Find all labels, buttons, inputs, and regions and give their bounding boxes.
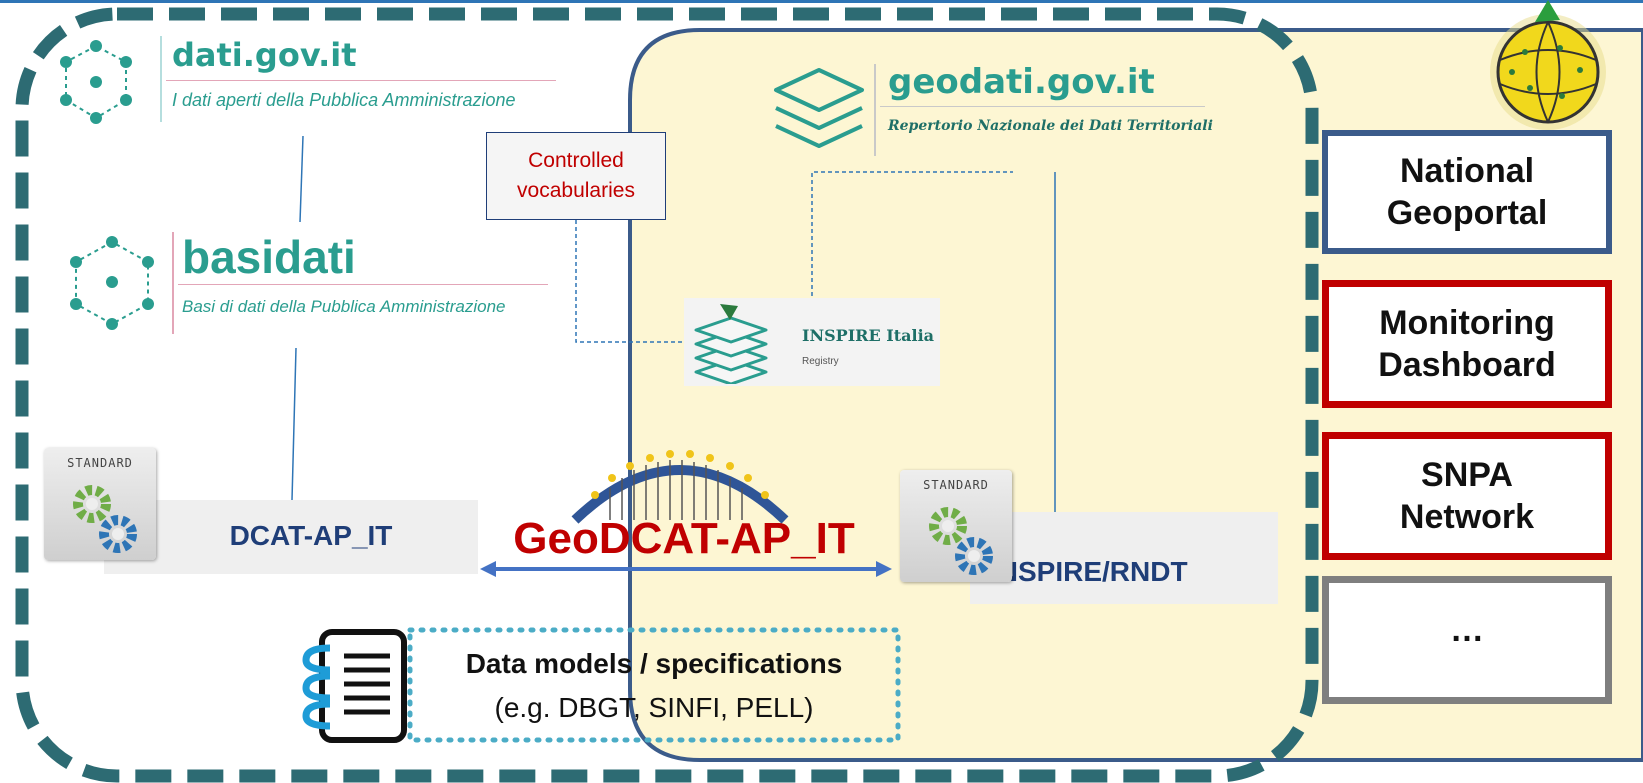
dati-divider [160, 36, 162, 122]
basidati-underline [178, 284, 548, 285]
connector-dati-basidati [299, 135, 304, 223]
side-box-line2: Dashboard [1378, 346, 1556, 384]
inspire-rndt-label: INSPIRE/RNDT [990, 556, 1188, 587]
monitoring-dashboard-box: Monitoring Dashboard [1322, 280, 1612, 408]
side-box-line1: Monitoring [1379, 303, 1555, 342]
side-box-line1: SNPA [1421, 455, 1513, 494]
geodcat-ap-it-label: GeoDCAT-AP_IT [513, 514, 855, 563]
double-arrow-icon [480, 561, 892, 577]
dcat-standard-badge: STANDARD [44, 448, 156, 560]
connector-vocab-registry [575, 220, 684, 343]
more-box: … [1322, 576, 1612, 704]
geodati-subtitle: Repertorio Nazionale dei Dati Territoria… [888, 118, 1213, 134]
inspire-rndt-label-background [970, 512, 1278, 604]
geodati-underline [880, 106, 1205, 107]
side-box-line1: National [1399, 151, 1535, 190]
dati-underline [166, 80, 556, 81]
data-models-examples: (e.g. DBGT, SINFI, PELL) [494, 692, 814, 723]
geodati-title: geodati.gov.it [888, 62, 1155, 102]
basidati-subtitle: Basi di dati della Pubblica Amministrazi… [182, 297, 506, 316]
gears-icon [73, 485, 137, 553]
inspire-registry-box: INSPIRE Italia Registry [684, 298, 940, 386]
controlled-vocab-line1: Controlled [528, 148, 624, 172]
dati-logo-icon [48, 38, 148, 126]
inspire-standard-text: STANDARD [923, 478, 989, 492]
dati-subtitle: I dati aperti della Pubblica Amministraz… [172, 90, 516, 110]
national-geoportal-box: National Geoportal [1322, 130, 1612, 254]
inspire-standard-badge: STANDARD [900, 470, 1012, 582]
side-box-line1: … [1450, 611, 1484, 649]
geodati-divider [874, 64, 876, 156]
data-models-title: Data models / specifications [465, 648, 843, 679]
dcat-standard-text: STANDARD [67, 456, 133, 470]
connector-basidati-dcat [291, 347, 297, 501]
basidati-logo-icon [64, 232, 164, 332]
registry-layers-icon [694, 304, 768, 384]
basidati-title: basidati [182, 231, 356, 283]
side-box-line2: Network [1399, 498, 1535, 536]
dcat-label-background [104, 500, 478, 574]
notebook-icon [300, 628, 410, 746]
controlled-vocabularies-box: Controlled vocabularies [486, 132, 666, 220]
dati-title: dati.gov.it [172, 36, 357, 74]
gears-icon [929, 507, 993, 575]
top-border-line [0, 0, 1643, 3]
inspire-registry-subtitle: Registry [802, 356, 839, 367]
inspire-registry-title: INSPIRE Italia [802, 326, 935, 345]
data-models-dotted-border [407, 627, 901, 743]
controlled-vocab-line2: vocabularies [517, 179, 635, 202]
basidati-divider [172, 232, 174, 334]
dcat-ap-it-label: DCAT-AP_IT [229, 520, 393, 551]
inspire-globe-icon [1490, 0, 1606, 130]
geodati-layers-icon [770, 66, 868, 154]
bridge-icon [571, 450, 789, 524]
dashed-ecosystem-border [15, 7, 1319, 783]
side-box-line2: Geoportal [1386, 194, 1548, 232]
snpa-network-box: SNPA Network [1322, 432, 1612, 560]
